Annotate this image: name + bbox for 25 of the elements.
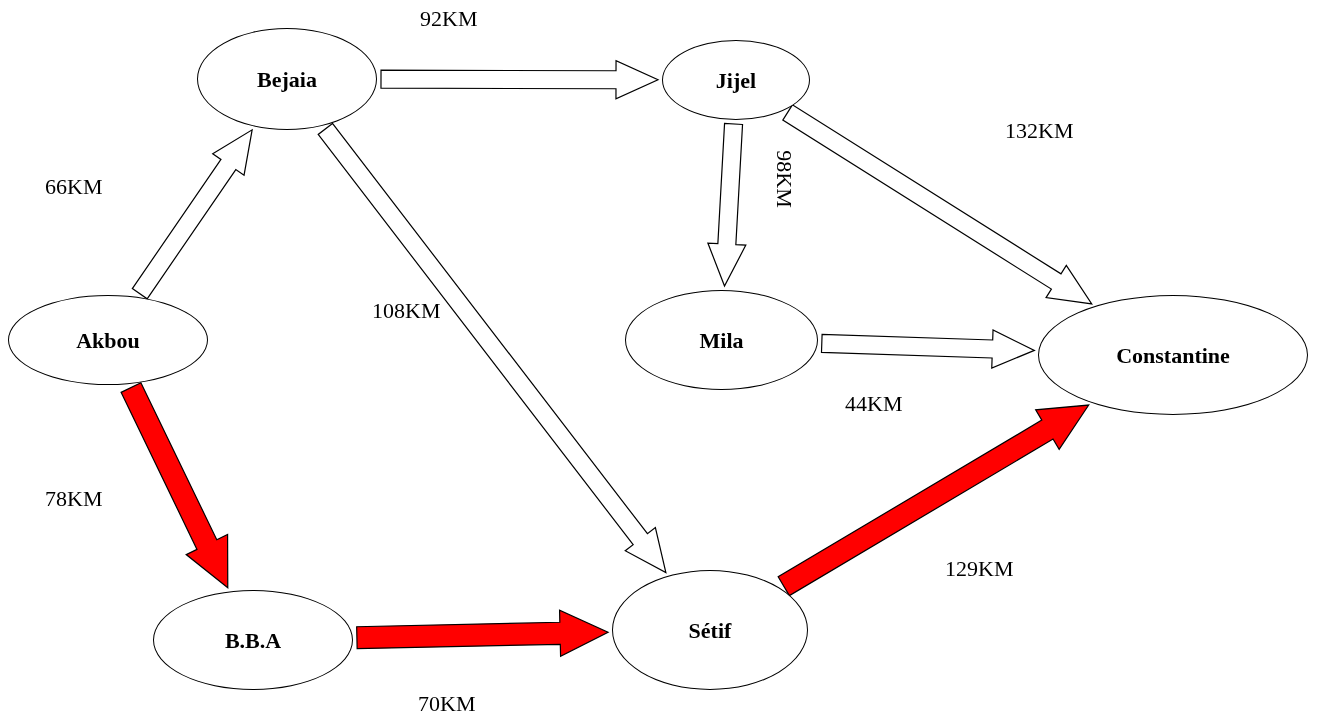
city-name: Sétif <box>688 616 732 645</box>
distance-label: 98KM <box>772 150 795 208</box>
thick-arrow <box>356 609 610 658</box>
distance-label: 78KM <box>45 488 103 510</box>
hollow-arrow <box>782 104 1093 305</box>
distance-label: 108KM <box>372 300 441 322</box>
hollow-arrow <box>820 329 1036 369</box>
city-name: Akbou <box>76 326 140 355</box>
distance-label: 132KM <box>1005 120 1074 142</box>
city-name: B.B.A <box>224 626 282 655</box>
thick-arrow <box>777 404 1090 597</box>
distance-label: 70KM <box>418 693 476 715</box>
distance-label: 66KM <box>45 176 103 198</box>
hollow-arrow <box>707 122 747 288</box>
distance-label: 92KM <box>420 8 478 30</box>
hollow-arrow <box>131 128 253 300</box>
city-name: Jijel <box>715 66 757 95</box>
city-name: Mila <box>699 326 744 355</box>
thick-arrow <box>120 382 229 590</box>
city-name: Bejaia <box>257 65 317 94</box>
distance-label: 129KM <box>945 558 1014 580</box>
city-name: Constantine <box>1116 341 1230 370</box>
hollow-arrow <box>380 59 660 100</box>
hollow-arrow <box>317 122 667 574</box>
distance-label: 44KM <box>845 393 903 415</box>
